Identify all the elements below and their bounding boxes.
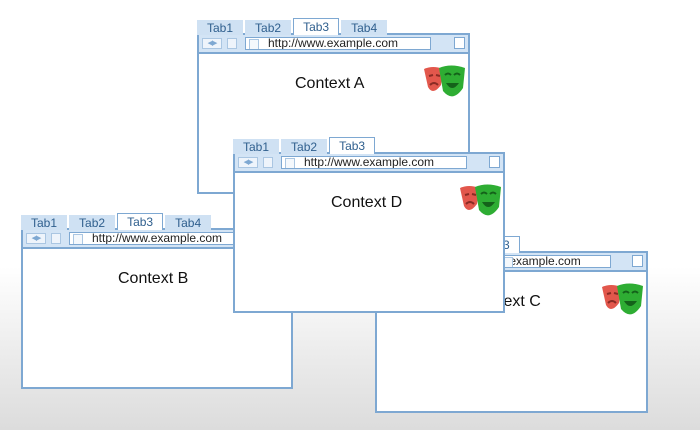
reload-icon[interactable] bbox=[227, 38, 237, 49]
menu-icon[interactable] bbox=[454, 37, 465, 49]
reload-icon[interactable] bbox=[263, 157, 273, 168]
tab-strip: Tab1 Tab2 Tab3 bbox=[233, 136, 377, 154]
address-bar[interactable]: http://www.example.com bbox=[245, 37, 431, 50]
playwright-masks-icon bbox=[602, 283, 643, 315]
context-label: Context B bbox=[118, 270, 189, 287]
tab-1[interactable]: Tab1 bbox=[21, 215, 68, 230]
context-label: Context A bbox=[295, 75, 365, 92]
browser-toolbar: ◀▶ http://www.example.com bbox=[235, 154, 503, 173]
tab-3[interactable]: Tab3 bbox=[117, 213, 164, 230]
tab-strip: Tab1 Tab2 Tab3 Tab4 bbox=[21, 212, 213, 230]
browser-toolbar: ◀▶ http://www.example.com bbox=[199, 35, 468, 54]
tab-4[interactable]: Tab4 bbox=[165, 215, 212, 230]
tab-2[interactable]: Tab2 bbox=[245, 20, 292, 35]
context-label: text C bbox=[499, 293, 541, 310]
tab-3[interactable]: Tab3 bbox=[293, 18, 340, 35]
tab-2[interactable]: Tab2 bbox=[281, 139, 328, 154]
reload-icon[interactable] bbox=[51, 233, 61, 244]
playwright-masks-icon bbox=[460, 184, 501, 216]
menu-icon[interactable] bbox=[632, 255, 643, 267]
back-forward-icon[interactable]: ◀▶ bbox=[202, 38, 222, 49]
context-label: Context D bbox=[331, 194, 403, 211]
tab-1[interactable]: Tab1 bbox=[233, 139, 280, 154]
playwright-masks-icon bbox=[424, 65, 465, 97]
browser-window-context-d: Tab1 Tab2 Tab3 ◀▶ http://www.example.com… bbox=[233, 137, 505, 313]
tab-1[interactable]: Tab1 bbox=[197, 20, 244, 35]
tab-4[interactable]: Tab4 bbox=[341, 20, 388, 35]
back-forward-icon[interactable]: ◀▶ bbox=[238, 157, 258, 168]
address-bar[interactable]: http://www.example.com bbox=[281, 156, 467, 169]
tab-2[interactable]: Tab2 bbox=[69, 215, 116, 230]
back-forward-icon[interactable]: ◀▶ bbox=[26, 233, 46, 244]
address-bar[interactable]: .example.com bbox=[499, 255, 611, 268]
tab-3[interactable]: Tab3 bbox=[329, 137, 376, 154]
menu-icon[interactable] bbox=[489, 156, 500, 168]
tab-strip: Tab1 Tab2 Tab3 Tab4 bbox=[197, 17, 389, 35]
